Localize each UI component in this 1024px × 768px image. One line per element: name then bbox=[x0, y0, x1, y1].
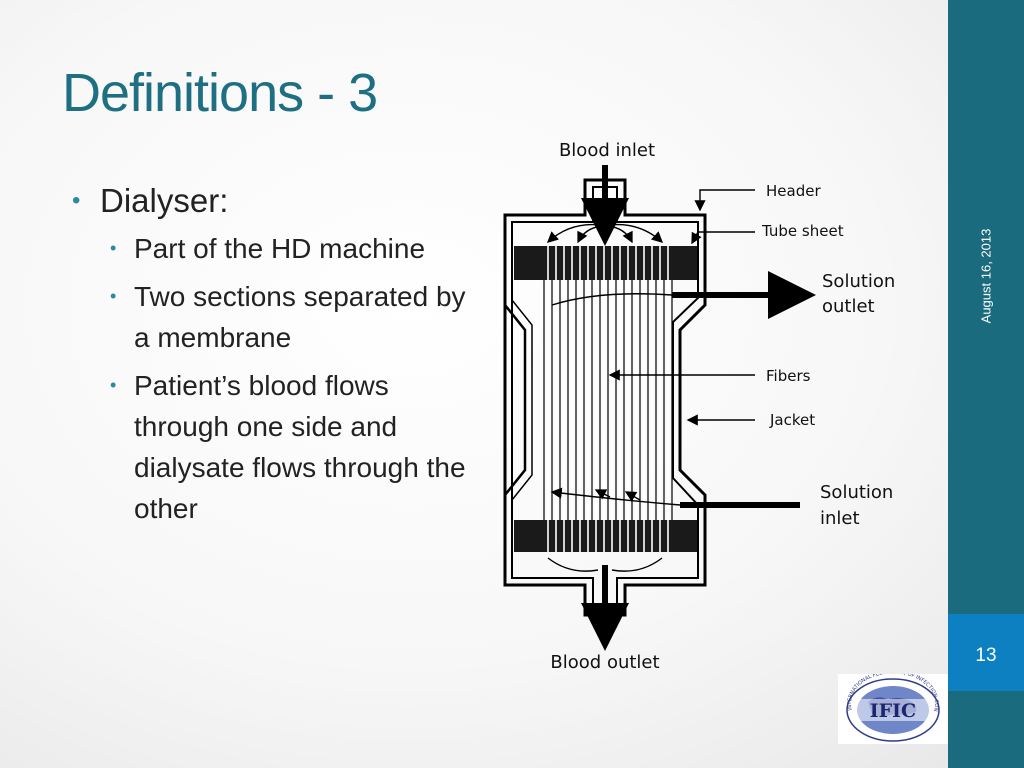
dialyser-diagram: Blood inlet Header Tube sheet Solution o… bbox=[503, 140, 895, 673]
housing-inner bbox=[511, 186, 699, 609]
sub-bullet-text: Patient’s blood flows through one side a… bbox=[134, 370, 466, 524]
fiber-outlines bbox=[543, 280, 673, 520]
bullet-dot: • bbox=[72, 187, 81, 214]
sub-bullet: • Two sections separated by a membrane bbox=[106, 276, 472, 358]
bullet-text: Dialyser: bbox=[100, 182, 229, 219]
label-solution-outlet-1: Solution bbox=[822, 271, 895, 292]
jacket-left bbox=[504, 304, 527, 496]
ific-logo-text: IFIC bbox=[870, 700, 916, 722]
slide-date-text: August 16, 2013 bbox=[978, 228, 994, 323]
bullet-dot: • bbox=[110, 286, 117, 306]
tube-sheet-bottom bbox=[514, 520, 697, 552]
bullet-dot: • bbox=[110, 238, 117, 258]
ific-logo: IFIC INTERNATIONAL FEDERATION OF INFECTI… bbox=[835, 669, 948, 744]
content-body: • Dialyser: • Part of the HD machine • T… bbox=[72, 182, 472, 536]
label-solution-outlet-2: outlet bbox=[822, 296, 875, 317]
page-number-box: 13 bbox=[948, 614, 1024, 691]
sub-bullet: • Part of the HD machine bbox=[106, 228, 472, 269]
label-solution-inlet-2: inlet bbox=[820, 508, 860, 529]
label-blood-outlet: Blood outlet bbox=[550, 652, 659, 673]
tube-sheet-top bbox=[514, 246, 697, 280]
pointer-lines bbox=[608, 189, 755, 426]
slide-date: August 16, 2013 bbox=[976, 218, 996, 333]
page-number: 13 bbox=[975, 645, 997, 666]
label-solution-inlet-1: Solution bbox=[820, 482, 893, 503]
sub-bullet-list: • Part of the HD machine • Two sections … bbox=[106, 228, 472, 529]
blood-spread-arrows bbox=[546, 223, 664, 244]
sub-bullet-text: Two sections separated by a membrane bbox=[134, 281, 466, 353]
slide-title: Definitions - 3 bbox=[62, 63, 378, 123]
solution-outlet-flow bbox=[551, 293, 673, 306]
solution-inlet-flow bbox=[550, 487, 681, 506]
jacket-left-inner bbox=[511, 299, 533, 501]
sub-bullet-text: Part of the HD machine bbox=[134, 233, 426, 264]
bullet-dialyser: • Dialyser: bbox=[72, 182, 472, 220]
sub-bullet: • Patient’s blood flows through one side… bbox=[106, 365, 472, 529]
blood-collect-arrows bbox=[547, 557, 663, 572]
label-fibers: Fibers bbox=[766, 367, 811, 385]
label-jacket: Jacket bbox=[769, 411, 815, 429]
label-tube-sheet: Tube sheet bbox=[761, 222, 844, 240]
bullet-dot: • bbox=[110, 375, 117, 395]
label-header: Header bbox=[766, 182, 821, 200]
ific-logo-graphic: IFIC INTERNATIONAL FEDERATION OF INFECTI… bbox=[835, 669, 940, 742]
label-blood-inlet: Blood inlet bbox=[559, 140, 655, 161]
